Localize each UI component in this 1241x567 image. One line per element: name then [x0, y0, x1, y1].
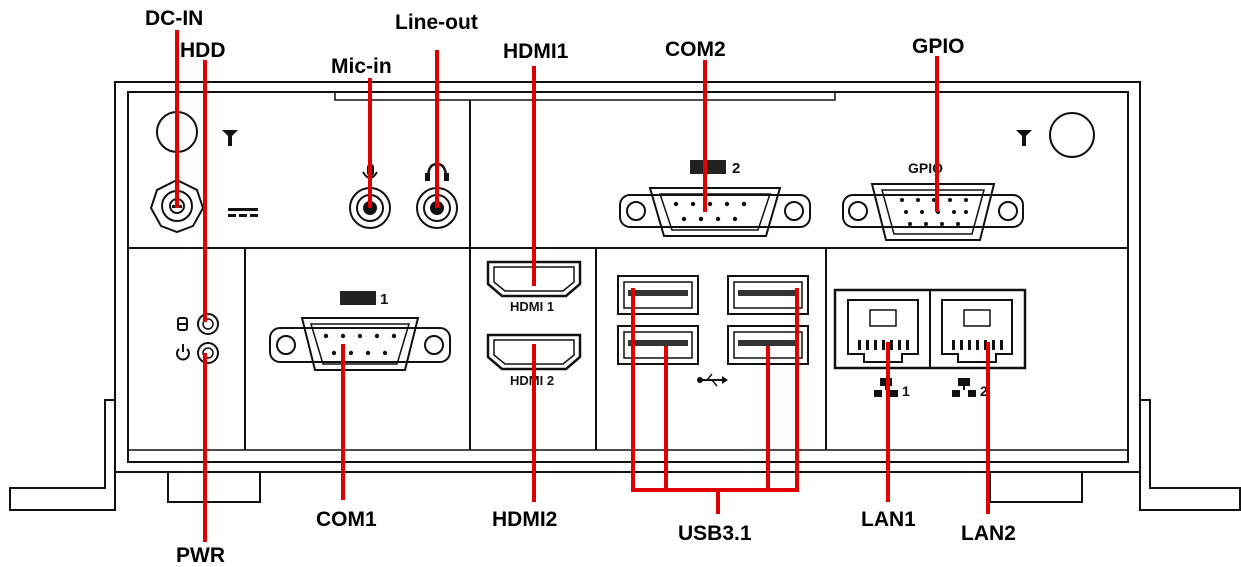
usb-port-3 [727, 275, 809, 315]
power-icon [176, 344, 190, 361]
gpio-callout: GPIO [912, 35, 965, 58]
lan2-callout: LAN2 [961, 522, 1016, 545]
hdmi1-panel-label: HDMI 1 [510, 299, 554, 314]
chassis [9, 81, 1241, 511]
antenna-icon [222, 130, 238, 146]
com1-port [269, 317, 451, 371]
lan1-callout: LAN1 [861, 508, 916, 531]
usb-callout: USB3.1 [678, 522, 752, 545]
dc-in-callout: DC-IN [145, 7, 203, 30]
usb-leader [631, 288, 799, 514]
lan1-panel-label: 1 [902, 383, 910, 399]
hdd-led-icon [177, 317, 188, 331]
usb-port-1 [617, 275, 699, 315]
lan1-port [847, 299, 919, 363]
antenna-icon [1016, 130, 1032, 146]
gpio-panel-label: GPIO [908, 160, 943, 176]
pwr-callout: PWR [176, 544, 225, 567]
mic-in-callout: Mic-in [331, 55, 392, 78]
lan2-port [941, 299, 1013, 363]
lan2-panel-label: 2 [980, 383, 988, 399]
left-foot [167, 471, 261, 503]
hdmi1-callout: HDMI1 [503, 40, 569, 63]
gpio-port [842, 183, 1024, 241]
callout-labels: DC-IN HDD Mic-in Line-out HDMI1 COM2 GPI… [145, 7, 1016, 567]
com2-panel-label: 2 [732, 160, 740, 177]
left-mounting-bracket [9, 399, 116, 511]
right-mounting-bracket [1139, 399, 1241, 511]
com1-label: 1 [340, 291, 388, 308]
antenna-hole-right [1049, 112, 1095, 158]
usb-icon [697, 373, 728, 387]
line-out-callout: Line-out [395, 11, 478, 34]
com1-panel-label: 1 [380, 291, 388, 308]
com1-callout: COM1 [316, 508, 377, 531]
com2-port [619, 187, 811, 237]
dc-symbol-icon [228, 208, 258, 217]
hdd-callout: HDD [180, 39, 226, 62]
com2-callout: COM2 [665, 38, 726, 61]
usb-port-2 [617, 325, 699, 365]
power-led [197, 342, 219, 364]
hdmi2-port [486, 333, 582, 371]
hdmi2-callout: HDMI2 [492, 508, 557, 531]
leader-lines [175, 30, 990, 542]
hdd-led [197, 313, 219, 335]
lan-block [833, 288, 1027, 370]
right-foot [989, 471, 1083, 503]
hdmi1-port [486, 260, 582, 298]
network-icon [952, 378, 976, 397]
com2-label: 2 [690, 160, 740, 177]
